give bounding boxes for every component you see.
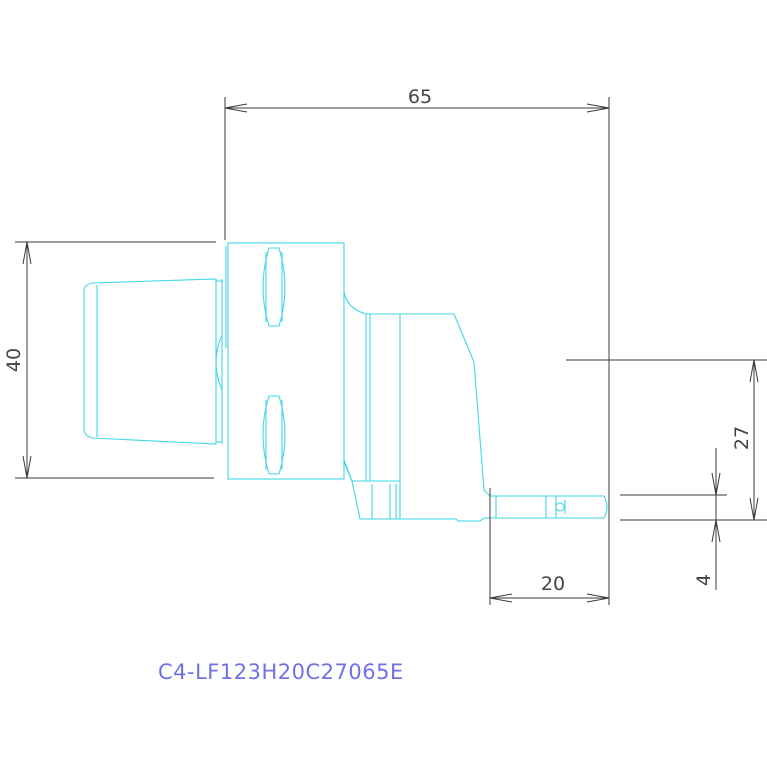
- dimension-height: 40: [3, 241, 216, 479]
- main-block: [225, 242, 345, 480]
- dimension-overall-length: 65: [224, 86, 610, 605]
- dimension-label-20: 20: [541, 573, 565, 595]
- dimension-label-4: 4: [693, 574, 715, 586]
- shank-body: [83, 278, 223, 445]
- dimension-label-40: 40: [3, 348, 25, 372]
- part-code-label: C4-LF123H20C27065E: [158, 660, 404, 684]
- dimension-cutting-width: 20: [489, 488, 610, 605]
- dimension-label-65: 65: [408, 86, 432, 108]
- tool-holder-outline: [83, 242, 608, 522]
- dimension-edge-offset: 4: [620, 448, 727, 590]
- tool-head: [343, 290, 608, 522]
- dimension-center-height: 27: [566, 359, 767, 521]
- dimension-label-27: 27: [731, 426, 753, 450]
